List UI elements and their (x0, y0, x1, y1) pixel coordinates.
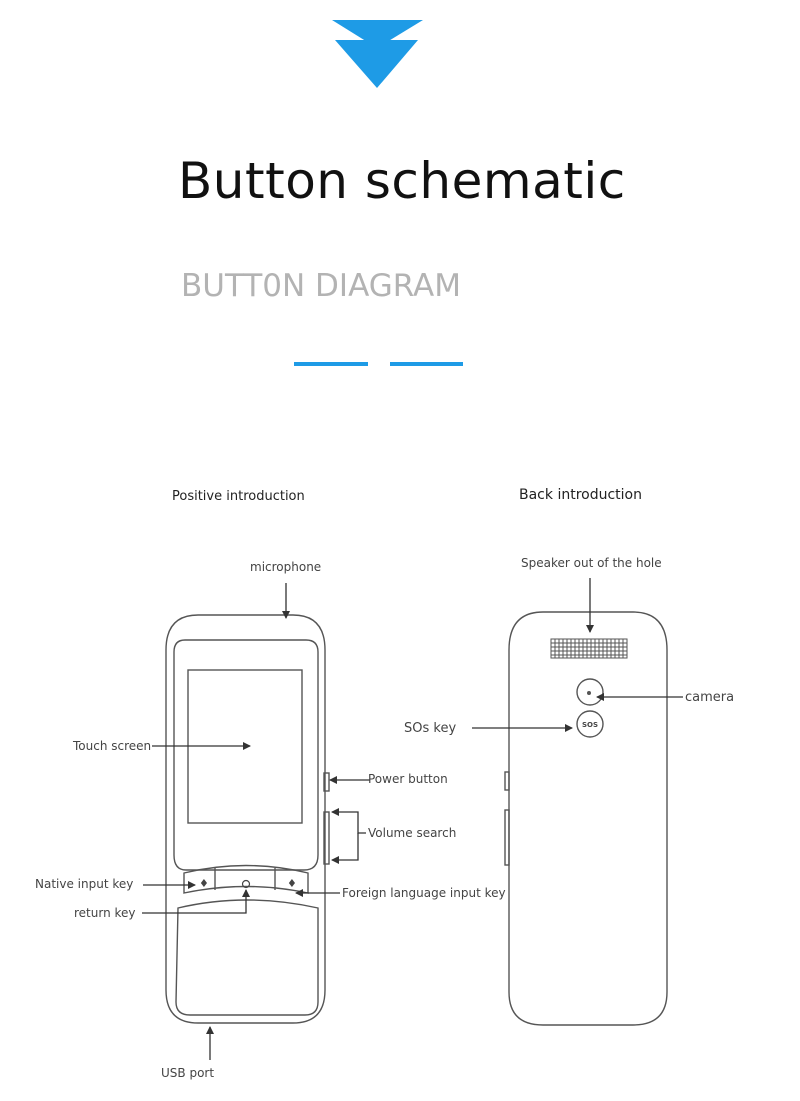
page-subtitle: BUTT0N DIAGRAM (181, 268, 461, 304)
back-volume-side (504, 809, 510, 866)
camera-lens (587, 691, 591, 695)
front-keypad-lower (175, 899, 319, 1016)
foreign-language-key-icon: ♦ (287, 877, 297, 890)
label-speaker: Speaker out of the hole (521, 556, 662, 570)
volume-button-side (323, 811, 330, 865)
page-title: Button schematic (178, 152, 626, 210)
back-power-side (504, 771, 510, 791)
camera-icon (576, 678, 604, 706)
arrow-volume-up (331, 808, 366, 834)
front-section-title: Positive introduction (172, 489, 305, 504)
sos-key-icon (576, 710, 604, 738)
label-native-input-key: Native input key (35, 877, 134, 891)
front-screen-frame (173, 639, 319, 871)
back-device (504, 611, 668, 1026)
label-power-button: Power button (368, 772, 448, 786)
label-usb-port: USB port (161, 1066, 215, 1080)
label-microphone: microphone (250, 560, 322, 574)
speaker-grille-icon (550, 638, 628, 659)
front-device-body (165, 614, 326, 1024)
label-touch-screen: Touch screen (73, 739, 152, 753)
label-camera: camera (685, 690, 735, 705)
label-volume-search: Volume search (368, 826, 457, 840)
back-section-title: Back introduction (519, 487, 642, 503)
logo-triangle-icon (332, 20, 423, 88)
return-key-icon (241, 879, 251, 889)
front-device (165, 614, 330, 1024)
label-sos-key: SOs key (404, 721, 457, 736)
sos-icon-text: SOS (582, 721, 598, 729)
accent-divider-left (294, 362, 368, 366)
arrow-return-key (142, 889, 250, 914)
accent-divider-right (390, 362, 463, 366)
native-input-key-icon: ♦ (199, 877, 209, 890)
label-return-key: return key (74, 906, 136, 920)
back-device-body (508, 611, 668, 1026)
arrow-volume-down (331, 833, 359, 864)
label-foreign-language-input-key: Foreign language input key (342, 886, 506, 900)
